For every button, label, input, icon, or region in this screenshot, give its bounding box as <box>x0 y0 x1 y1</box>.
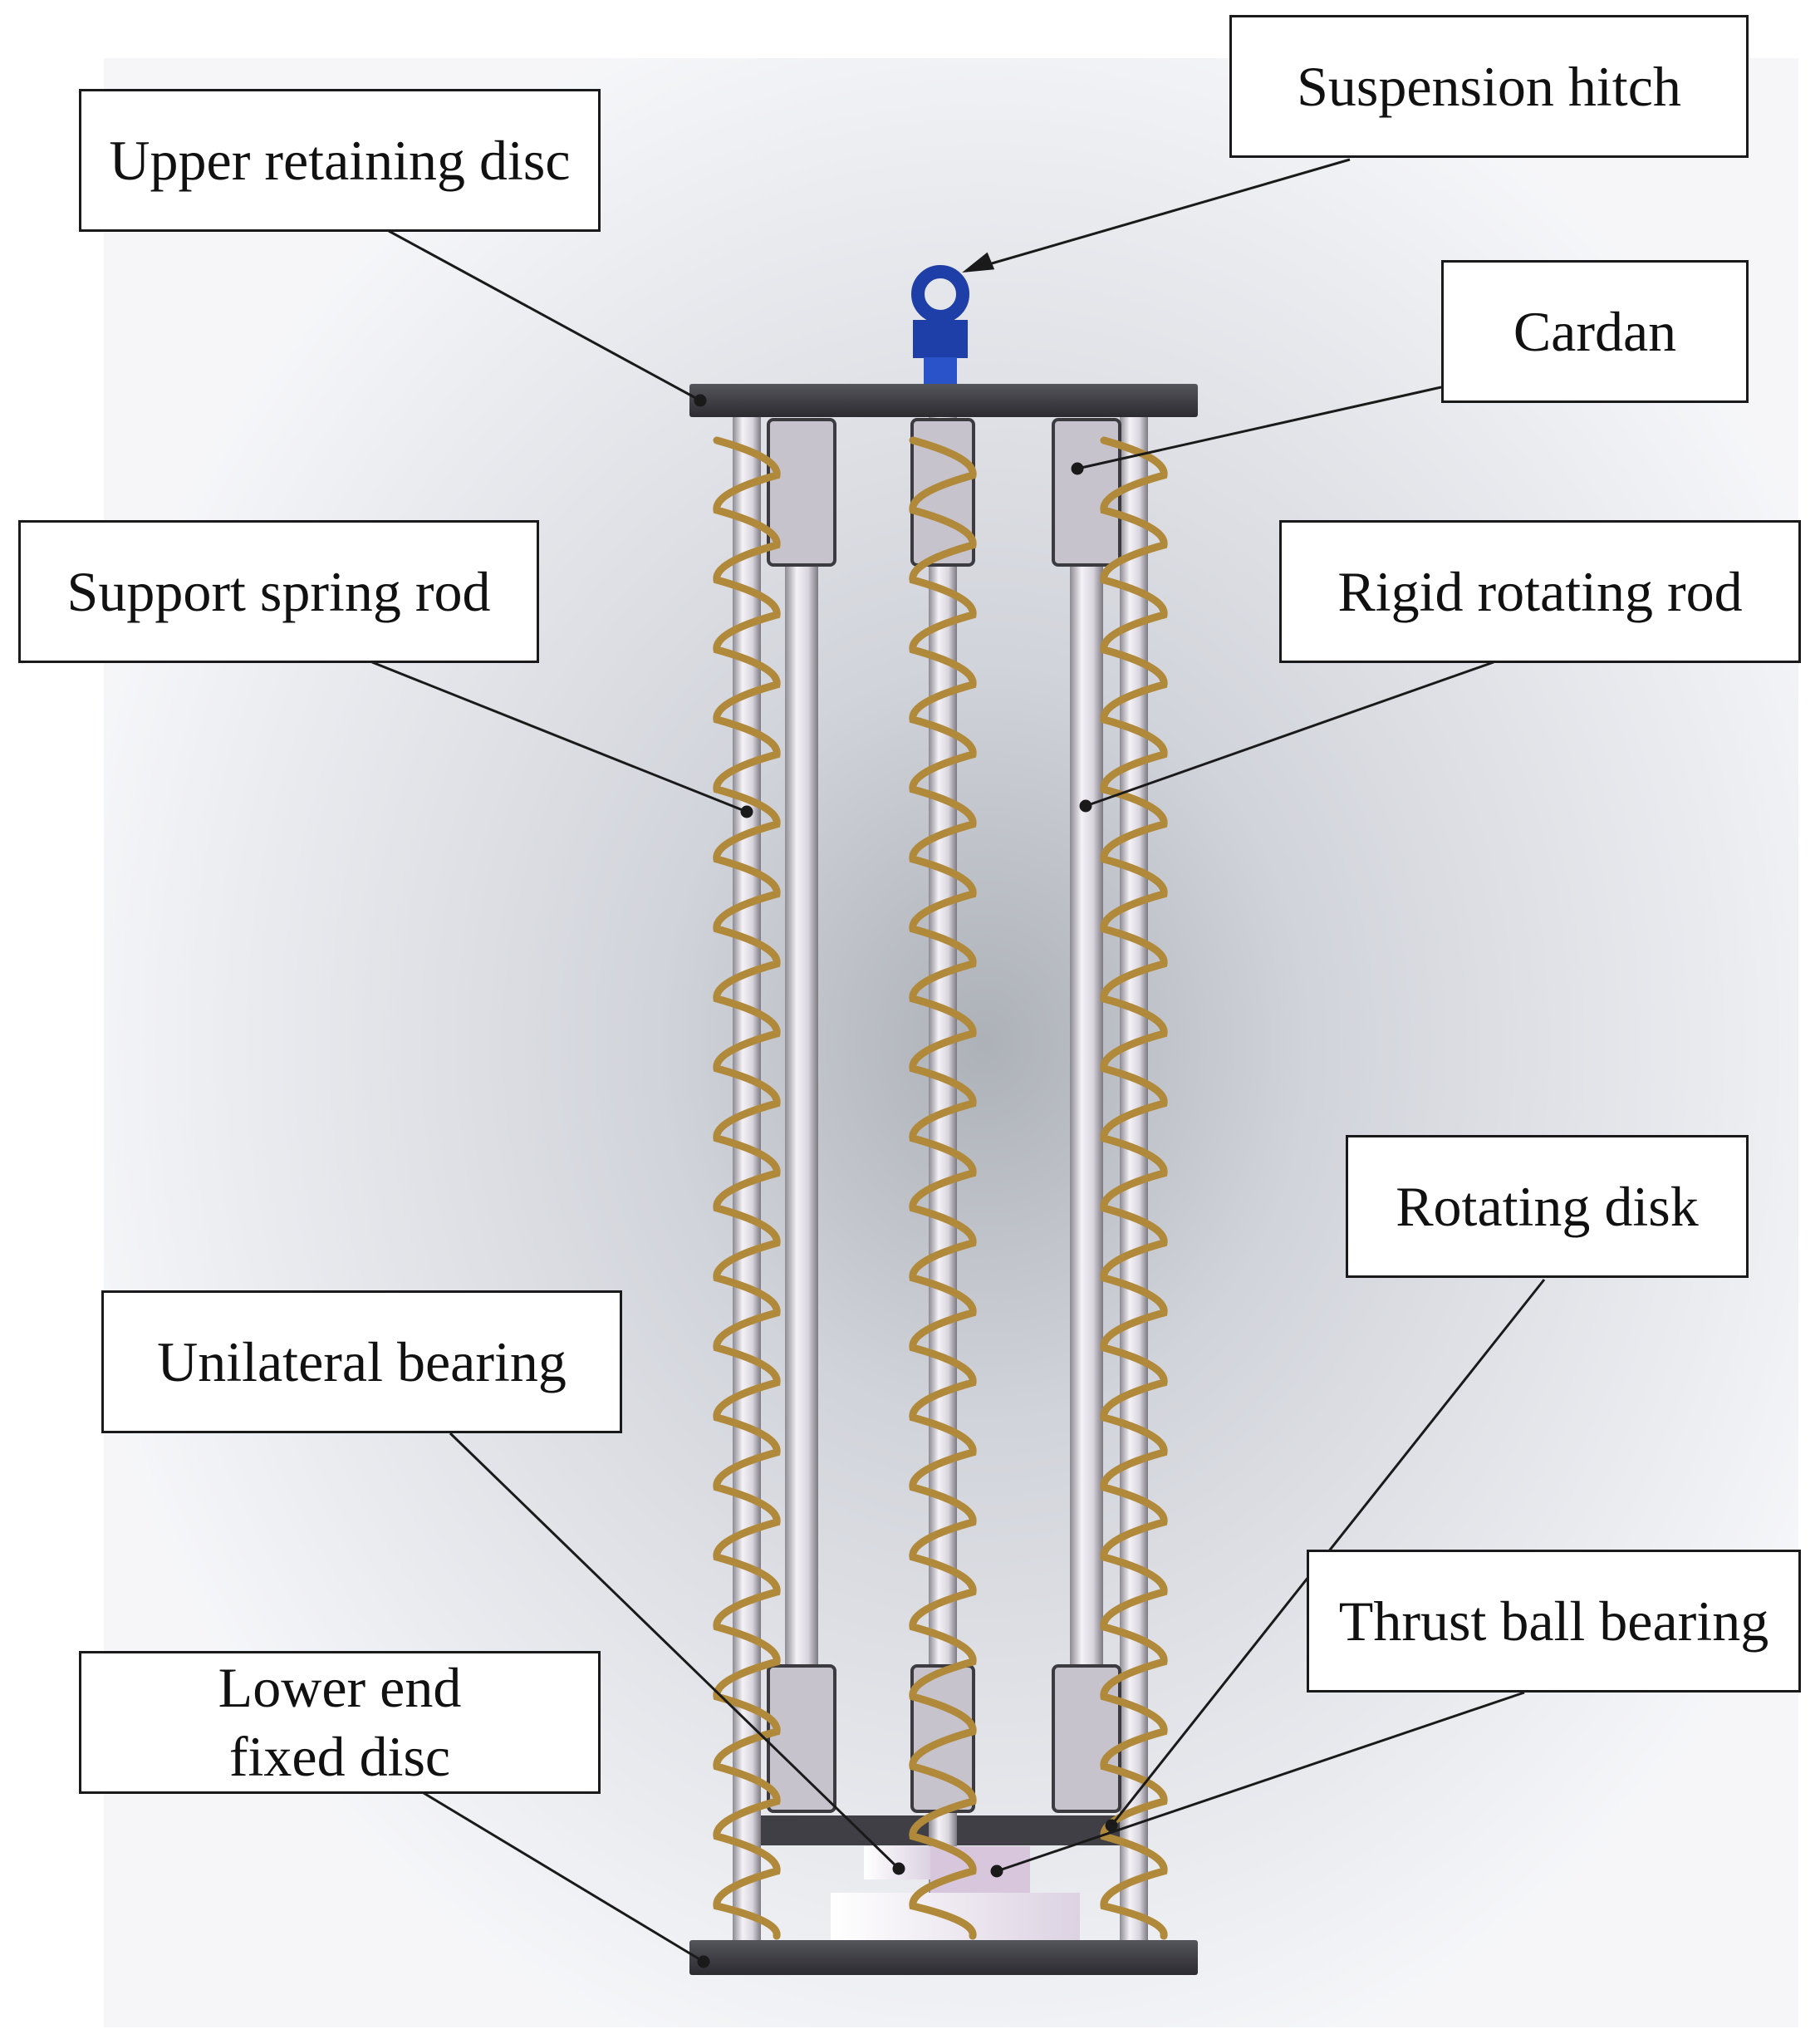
rigid-rod-right <box>1070 565 1103 1670</box>
spring-right <box>1100 436 1168 1940</box>
label-support-spring-rod-text: Support spring rod <box>66 559 491 623</box>
label-rotating-disk: Rotating disk <box>1346 1135 1749 1278</box>
leader-thrust-bearing <box>996 1691 1525 1873</box>
label-lower-end-fixed-disc: Lower end fixed disc <box>79 1651 601 1794</box>
label-unilateral-bearing: Unilateral bearing <box>101 1290 622 1433</box>
label-cardan: Cardan <box>1441 260 1749 403</box>
leader-upper-disc <box>388 229 701 402</box>
label-thrust-ball-bearing: Thrust ball bearing <box>1307 1550 1801 1693</box>
leader-cardan <box>1077 386 1442 470</box>
leader-suspension-hitch <box>965 158 1351 273</box>
label-rotating-disk-text: Rotating disk <box>1396 1174 1699 1238</box>
label-rigid-rotating-rod-text: Rigid rotating rod <box>1337 559 1743 623</box>
label-suspension-hitch: Suspension hitch <box>1229 15 1749 158</box>
label-lower-end-fixed-disc-text: Lower end fixed disc <box>218 1656 462 1788</box>
label-unilateral-bearing-text: Unilateral bearing <box>157 1329 567 1393</box>
leader-rigid-rod <box>1085 661 1494 808</box>
label-support-spring-rod: Support spring rod <box>18 520 539 663</box>
upper-disc-part <box>689 384 1198 417</box>
label-upper-retaining-disc: Upper retaining disc <box>79 89 601 232</box>
label-rigid-rotating-rod: Rigid rotating rod <box>1279 520 1801 663</box>
spring-center <box>909 436 977 1940</box>
leader-lower-disc <box>423 1791 704 1963</box>
suspension-hitch-part <box>911 265 969 387</box>
leader-suspension-hitch-arrow <box>962 252 995 273</box>
label-suspension-hitch-text: Suspension hitch <box>1297 54 1681 118</box>
leader-support-rod <box>371 661 748 813</box>
thrust-bearing-part <box>930 1846 1030 1893</box>
label-upper-retaining-disc-text: Upper retaining disc <box>109 128 571 192</box>
lower-disc-part <box>689 1940 1198 1975</box>
rigid-rod-left <box>785 565 818 1670</box>
leader-unilateral-bearing <box>449 1432 900 1870</box>
label-cardan-text: Cardan <box>1513 299 1677 363</box>
label-thrust-ball-bearing-text: Thrust ball bearing <box>1338 1589 1769 1653</box>
